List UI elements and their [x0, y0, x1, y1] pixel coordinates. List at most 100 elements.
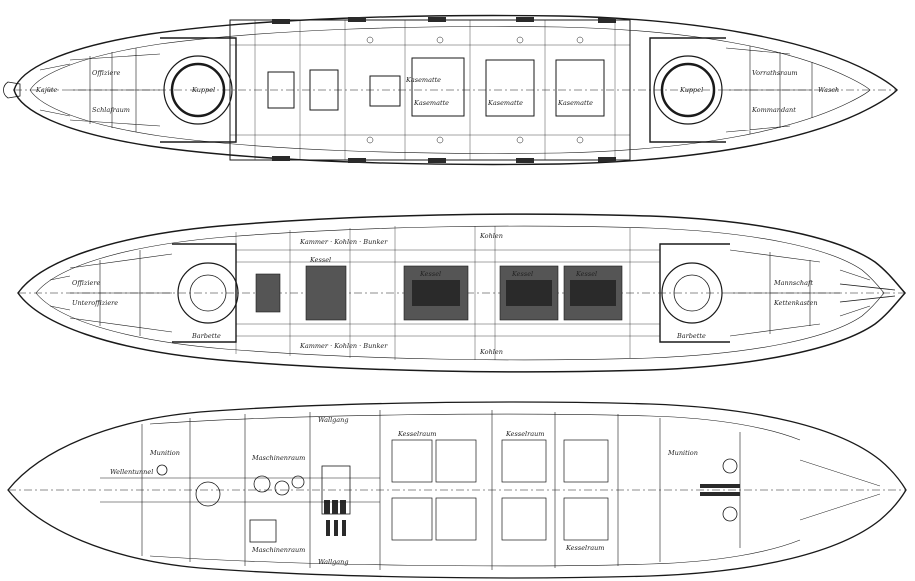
upper-label-cabin-3: Vorrathsraum	[752, 69, 798, 77]
lower-boiler-6	[501, 497, 547, 541]
middle-label-side-2: Kohlen	[479, 348, 503, 356]
lower-engine-frame-2	[249, 519, 277, 543]
middle-engine-block-2	[255, 273, 281, 313]
upper-label-mid-1: Kasematte	[413, 99, 449, 107]
upper-deck-plan	[3, 14, 898, 166]
lower-fwd-shaft-1	[700, 484, 740, 488]
upper-label-cabin-1: Offiziere	[92, 69, 120, 77]
lower-boiler-7	[563, 439, 609, 483]
lower-label-fwd-mag: Munition	[667, 449, 698, 457]
upper-gun-7	[348, 158, 366, 163]
middle-label-boiler-1: Kessel	[419, 270, 441, 278]
upper-aft-turret-inner	[170, 62, 226, 118]
lower-aft-fixture	[195, 481, 221, 507]
middle-label-top-band: Kammer · Kohlen · Bunker	[299, 238, 388, 246]
upper-vent-7	[366, 36, 374, 44]
upper-fwd-barbette-wall	[649, 37, 726, 143]
lower-bow-lines	[799, 459, 881, 521]
upper-stern-rudder	[3, 81, 21, 99]
middle-engine-block-1	[305, 265, 347, 321]
middle-aft-barbette-outer	[177, 262, 239, 324]
upper-casemate-4	[369, 75, 401, 107]
lower-boiler-4	[435, 497, 477, 541]
upper-gun-5	[598, 18, 616, 23]
middle-label-bottom-band: Kammer · Kohlen · Bunker	[299, 342, 388, 350]
middle-bow-cabins	[729, 249, 871, 337]
lower-label-shaft: Wellentunnel	[110, 468, 153, 476]
middle-label-stern-1: Offiziere	[72, 279, 100, 287]
upper-interior-grid	[230, 20, 630, 160]
upper-aft-cabins	[39, 48, 161, 132]
lower-label-bottom-band: Wallgang	[318, 558, 349, 566]
lower-engine-cyl-f	[342, 520, 346, 536]
upper-gun-8	[428, 158, 446, 163]
lower-boiler-3	[391, 497, 433, 541]
middle-label-boiler-2: Kessel	[511, 270, 533, 278]
middle-deck-labels: Kammer · Kohlen · Bunker Kammer · Kohlen…	[72, 232, 818, 356]
upper-fwd-turret-outer	[653, 55, 723, 125]
lower-engine-cyl-d	[326, 520, 330, 536]
middle-aft-barbette-inner	[189, 274, 227, 312]
middle-interior-grid	[235, 226, 660, 360]
lower-deck-labels: Munition Maschinenraum Maschinenraum Kes…	[110, 416, 698, 566]
middle-fwd-barbette-inner	[673, 274, 711, 312]
lower-shaft-lines	[100, 477, 380, 503]
upper-casemate-2	[485, 59, 535, 117]
lower-boiler-1	[391, 439, 433, 483]
middle-boiler-core-2	[506, 280, 552, 306]
upper-gun-4	[516, 17, 534, 22]
lower-engine-cyl-c	[340, 500, 346, 514]
upper-vent-1	[436, 36, 444, 44]
middle-label-boiler-3: Kessel	[575, 270, 597, 278]
upper-deck-labels: Kajüte Kuppel Kuppel Kasematte Kasematte…	[35, 69, 839, 114]
lower-fwd-mount-1	[722, 458, 738, 474]
lower-wing-bottom	[149, 539, 801, 567]
upper-gun-10	[598, 157, 616, 162]
middle-deck-hull-outline	[17, 213, 907, 373]
middle-label-side-1: Kohlen	[479, 232, 503, 240]
upper-gun-9	[516, 158, 534, 163]
upper-vent-3	[436, 136, 444, 144]
middle-stern-cabins	[49, 250, 173, 336]
lower-label-eng-1: Maschinenraum	[251, 454, 305, 462]
upper-vent-8	[366, 136, 374, 144]
middle-boiler-core-3	[570, 280, 616, 306]
middle-label-aft-turret: Barbette	[191, 332, 221, 340]
middle-label-boiler-4: Kessel	[309, 256, 331, 264]
upper-compartment-b	[267, 71, 295, 109]
upper-gun-6	[272, 156, 290, 161]
lower-label-boiler-2: Kesselraum	[505, 430, 544, 438]
lower-engine-cyl-a	[324, 500, 330, 514]
lower-engine-cyl-3	[291, 475, 305, 489]
upper-label-stern: Kajüte	[35, 86, 58, 94]
upper-vent-2	[516, 36, 524, 44]
middle-label-bow-1: Mannschaft	[773, 279, 813, 287]
upper-vent-5	[576, 36, 584, 44]
lower-engine-cyl-2	[274, 480, 290, 496]
upper-label-aft-turret: Kuppel	[191, 86, 215, 94]
upper-fwd-cabins	[725, 46, 813, 134]
upper-gun-1	[272, 19, 290, 24]
upper-aft-barbette-wall	[160, 37, 237, 143]
upper-label-fwd-turret: Kuppel	[679, 86, 703, 94]
upper-label-mid-3: Kasematte	[557, 99, 593, 107]
upper-compartment-a	[309, 69, 339, 111]
lower-boiler-2	[435, 439, 477, 483]
lower-fwd-mount-2	[722, 506, 738, 522]
upper-casemate-3	[555, 59, 605, 117]
upper-aft-turret-outer	[163, 55, 233, 125]
upper-label-mid-2: Kasematte	[487, 99, 523, 107]
upper-vent-4	[516, 136, 524, 144]
lower-aft-mount	[156, 464, 168, 476]
lower-wing-top	[149, 413, 801, 441]
middle-hawse	[839, 283, 896, 303]
middle-boiler-core-1	[412, 280, 460, 306]
upper-label-cabin-2: Schlafraum	[92, 106, 130, 114]
upper-label-mid-4: Kasematte	[405, 76, 441, 84]
upper-vent-6	[576, 136, 584, 144]
lower-label-aft-mag: Munition	[149, 449, 180, 457]
lower-label-eng-2: Maschinenraum	[251, 546, 305, 554]
lower-engine-cyl-1	[253, 475, 271, 493]
upper-gun-3	[428, 17, 446, 22]
